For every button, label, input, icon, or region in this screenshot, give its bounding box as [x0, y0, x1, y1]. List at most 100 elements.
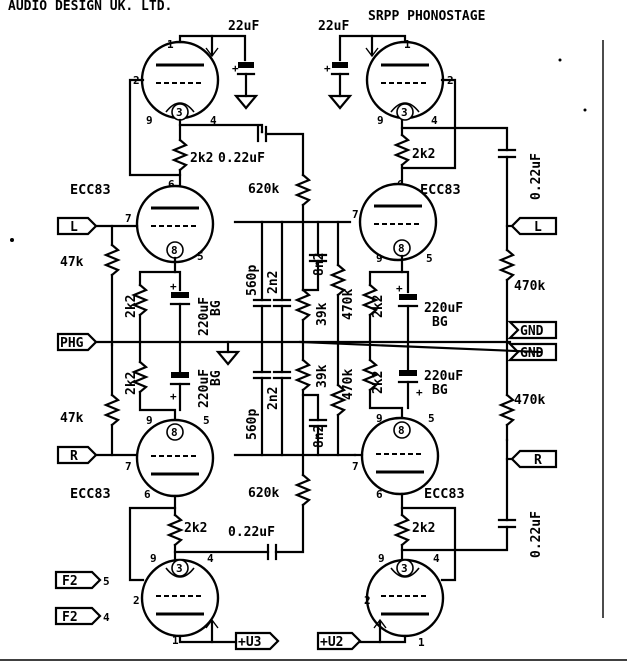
pin-label: 9: [376, 252, 383, 265]
pin-label: 7: [352, 460, 359, 473]
pin-label: 9: [146, 414, 153, 427]
connector-label: PHG: [60, 336, 84, 351]
cap-label: 220uF: [424, 301, 463, 316]
pin-label: 1: [418, 636, 425, 649]
schematic-title: SRPP PHONOSTAGE: [368, 9, 485, 24]
resistor: [393, 133, 411, 167]
wire: [400, 525, 509, 552]
resistor: [103, 243, 121, 277]
tube-type-label: ECC83: [420, 182, 461, 198]
connector-phono-in: [56, 332, 98, 352]
cap-label: 2n2: [266, 271, 281, 294]
cap-label: 22uF: [318, 19, 349, 34]
pin-label: 8: [398, 424, 405, 437]
resistor-label: 470k: [341, 289, 356, 320]
connector-left-out: [510, 216, 558, 236]
resistor-label: 2k2: [124, 295, 139, 318]
connector-heater-a: [54, 570, 102, 590]
resistor: [294, 358, 312, 392]
cap-label: 8n2: [312, 425, 327, 448]
capacitor: [332, 62, 348, 68]
resistor: [131, 283, 149, 317]
pin-label: 1: [167, 38, 174, 51]
resistor: [166, 513, 184, 547]
resistor: [361, 283, 379, 317]
pin-label: 6: [376, 488, 383, 501]
resistor-label: 470k: [514, 279, 545, 294]
wire: [301, 388, 320, 422]
pin-label: 5: [426, 252, 433, 265]
pin-label: 6: [168, 178, 175, 191]
connector-gnd-1: [507, 320, 558, 340]
resistor-label: 39k: [315, 364, 330, 388]
pin-label: 3: [176, 106, 183, 119]
pin-label: 5: [203, 414, 210, 427]
company-name: AUDIO DESIGN UK. LTD.: [8, 0, 172, 14]
connector-right-in: [56, 445, 98, 465]
plus-sign: +: [416, 386, 423, 399]
pin-label: 3: [401, 106, 408, 119]
cap-label: 0.22uF: [228, 525, 275, 540]
pin-label: 2: [133, 594, 140, 607]
cap-type-label: BG: [209, 300, 224, 316]
pin-label: 4: [207, 552, 214, 565]
cathode: [166, 423, 184, 441]
resistor-label: 620k: [248, 486, 279, 501]
resistor: [103, 393, 121, 427]
ground-bus: [298, 340, 542, 354]
pin-label: 7: [352, 208, 359, 221]
cap-label: 220uF: [197, 369, 212, 408]
pin-label: 7: [125, 212, 132, 225]
arrow-icon: [205, 47, 219, 58]
resistor-label: 620k: [248, 182, 279, 197]
resistor-label: 2k2: [124, 372, 139, 395]
ground-icon: [233, 94, 259, 110]
wire: [178, 123, 264, 134]
connector-label: L: [70, 220, 78, 235]
wire: [368, 388, 404, 424]
pin-label: 9: [150, 552, 157, 565]
connector-gnd-2: [507, 342, 558, 362]
cathode: [171, 559, 189, 577]
pin-label: 4: [431, 114, 438, 127]
wire: [400, 126, 509, 152]
wire: [128, 78, 182, 177]
cathode: [396, 559, 414, 577]
wire: [274, 503, 305, 554]
tube-type-label: ECC83: [70, 486, 111, 502]
cap-type-label: BG: [209, 370, 224, 386]
pin-label: 4: [433, 552, 440, 565]
arrow-icon: [205, 618, 219, 629]
pin-label: 1: [404, 38, 411, 51]
wire: [138, 256, 177, 287]
connector-label: R: [534, 453, 542, 468]
cap-label: 560p: [245, 265, 260, 296]
capacitor: [238, 62, 254, 68]
ground-icon: [215, 350, 241, 366]
pin-label: 5: [197, 250, 204, 263]
cap-label: 0.22uF: [529, 153, 544, 200]
resistor: [294, 288, 312, 322]
cap-type-label: BG: [432, 315, 448, 330]
cathode: [393, 421, 411, 439]
wire: [400, 270, 410, 294]
pin-label: 5: [103, 575, 110, 588]
wire: [178, 634, 238, 644]
resistor: [361, 358, 379, 392]
pin-label: 6: [144, 488, 151, 501]
pin-label: 9: [146, 114, 153, 127]
plus-sign: +: [324, 62, 331, 75]
electrolytic-cap: [171, 372, 189, 378]
pin-label: 9: [377, 114, 384, 127]
resistor: [294, 173, 312, 207]
connector-heater-b: [54, 606, 102, 626]
connector-label: +U2: [320, 635, 343, 650]
plus-sign: +: [232, 62, 239, 75]
connector-label: GND: [520, 324, 544, 339]
wire: [128, 494, 177, 582]
connector-label: F2: [62, 610, 78, 625]
cathode: [396, 103, 414, 121]
connector-left-in: [56, 216, 98, 236]
cap-label: 220uF: [424, 369, 463, 384]
connector-right-out: [510, 449, 558, 469]
